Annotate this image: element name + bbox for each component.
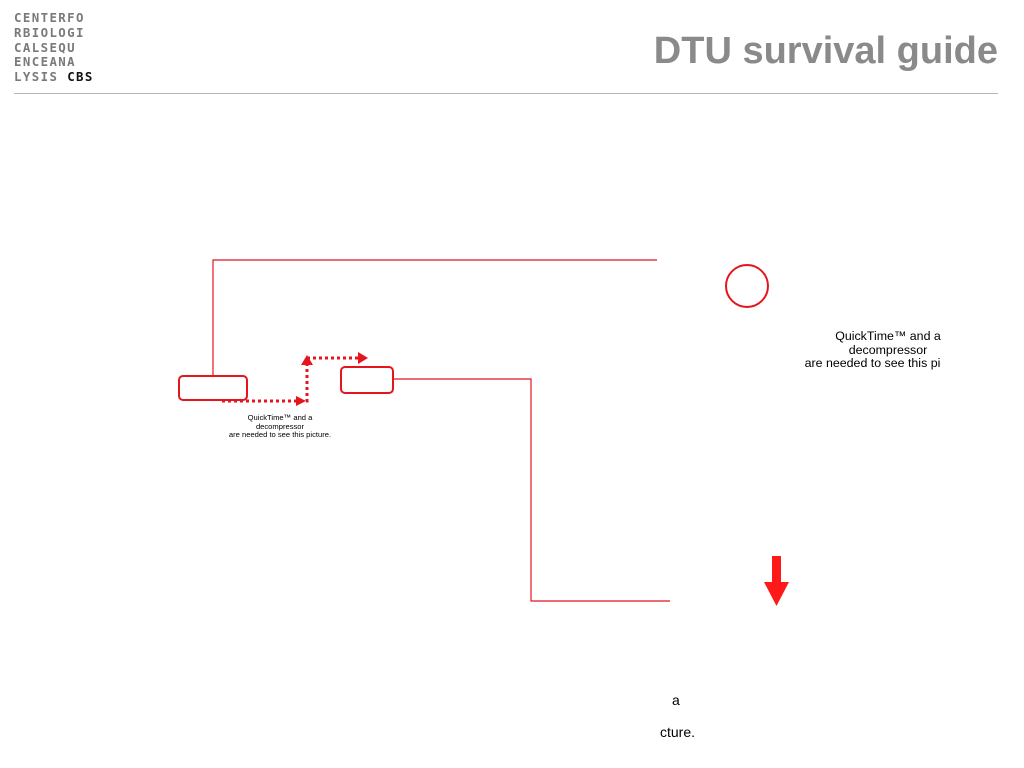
- connector-line-top: [212, 259, 657, 376]
- down-arrow-shaft: [772, 556, 781, 583]
- header-divider: [14, 93, 998, 94]
- logo-line: RBIOLOGI: [14, 24, 85, 40]
- placeholder-line: QuickTime™ and a: [835, 330, 941, 343]
- placeholder-line: QuickTime™ and a: [247, 413, 313, 422]
- placeholder-line: decompressor: [255, 421, 305, 431]
- logo-line-text: LYSIS: [14, 69, 59, 85]
- page-title: DTU survival guide: [653, 30, 998, 72]
- placeholder-line: are needed to see this picture.: [228, 430, 332, 440]
- logo-line: CENTERFO: [14, 10, 85, 25]
- placeholder-line: are needed to see this picture.: [804, 356, 941, 371]
- quicktime-placeholder-large-clip: QuickTime™ and a decompressor are needed…: [760, 330, 941, 390]
- arrow-head-small: [296, 396, 306, 406]
- logo-line: ENCEANA: [14, 54, 77, 70]
- quicktime-placeholder-large: QuickTime™ and a decompressor are needed…: [760, 330, 941, 371]
- cbs-logo: CENTERFO RBIOLOGI CALSEQU ENCEANA LYSIS …: [14, 10, 94, 85]
- flow-box-left: [178, 375, 248, 401]
- cut-text-fragment-bottom: cture.: [660, 724, 696, 740]
- arrow-head-right: [358, 352, 368, 364]
- logo-line-last: LYSIS CBS: [14, 69, 94, 85]
- placeholder-line: decompressor: [848, 342, 928, 357]
- flow-box-right: [340, 366, 394, 394]
- arrow-head-up: [301, 355, 313, 365]
- logo-line: CALSEQU: [14, 39, 77, 55]
- dotted-arrow-path: [222, 358, 309, 403]
- down-arrow-head: [764, 582, 789, 606]
- circle-marker: [725, 264, 769, 308]
- quicktime-placeholder-small: QuickTime™ and a decompressor are needed…: [200, 413, 360, 440]
- cut-text-fragment-top: a: [672, 692, 680, 708]
- logo-cbs: CBS: [67, 69, 94, 85]
- connector-line-bottom: [393, 378, 670, 602]
